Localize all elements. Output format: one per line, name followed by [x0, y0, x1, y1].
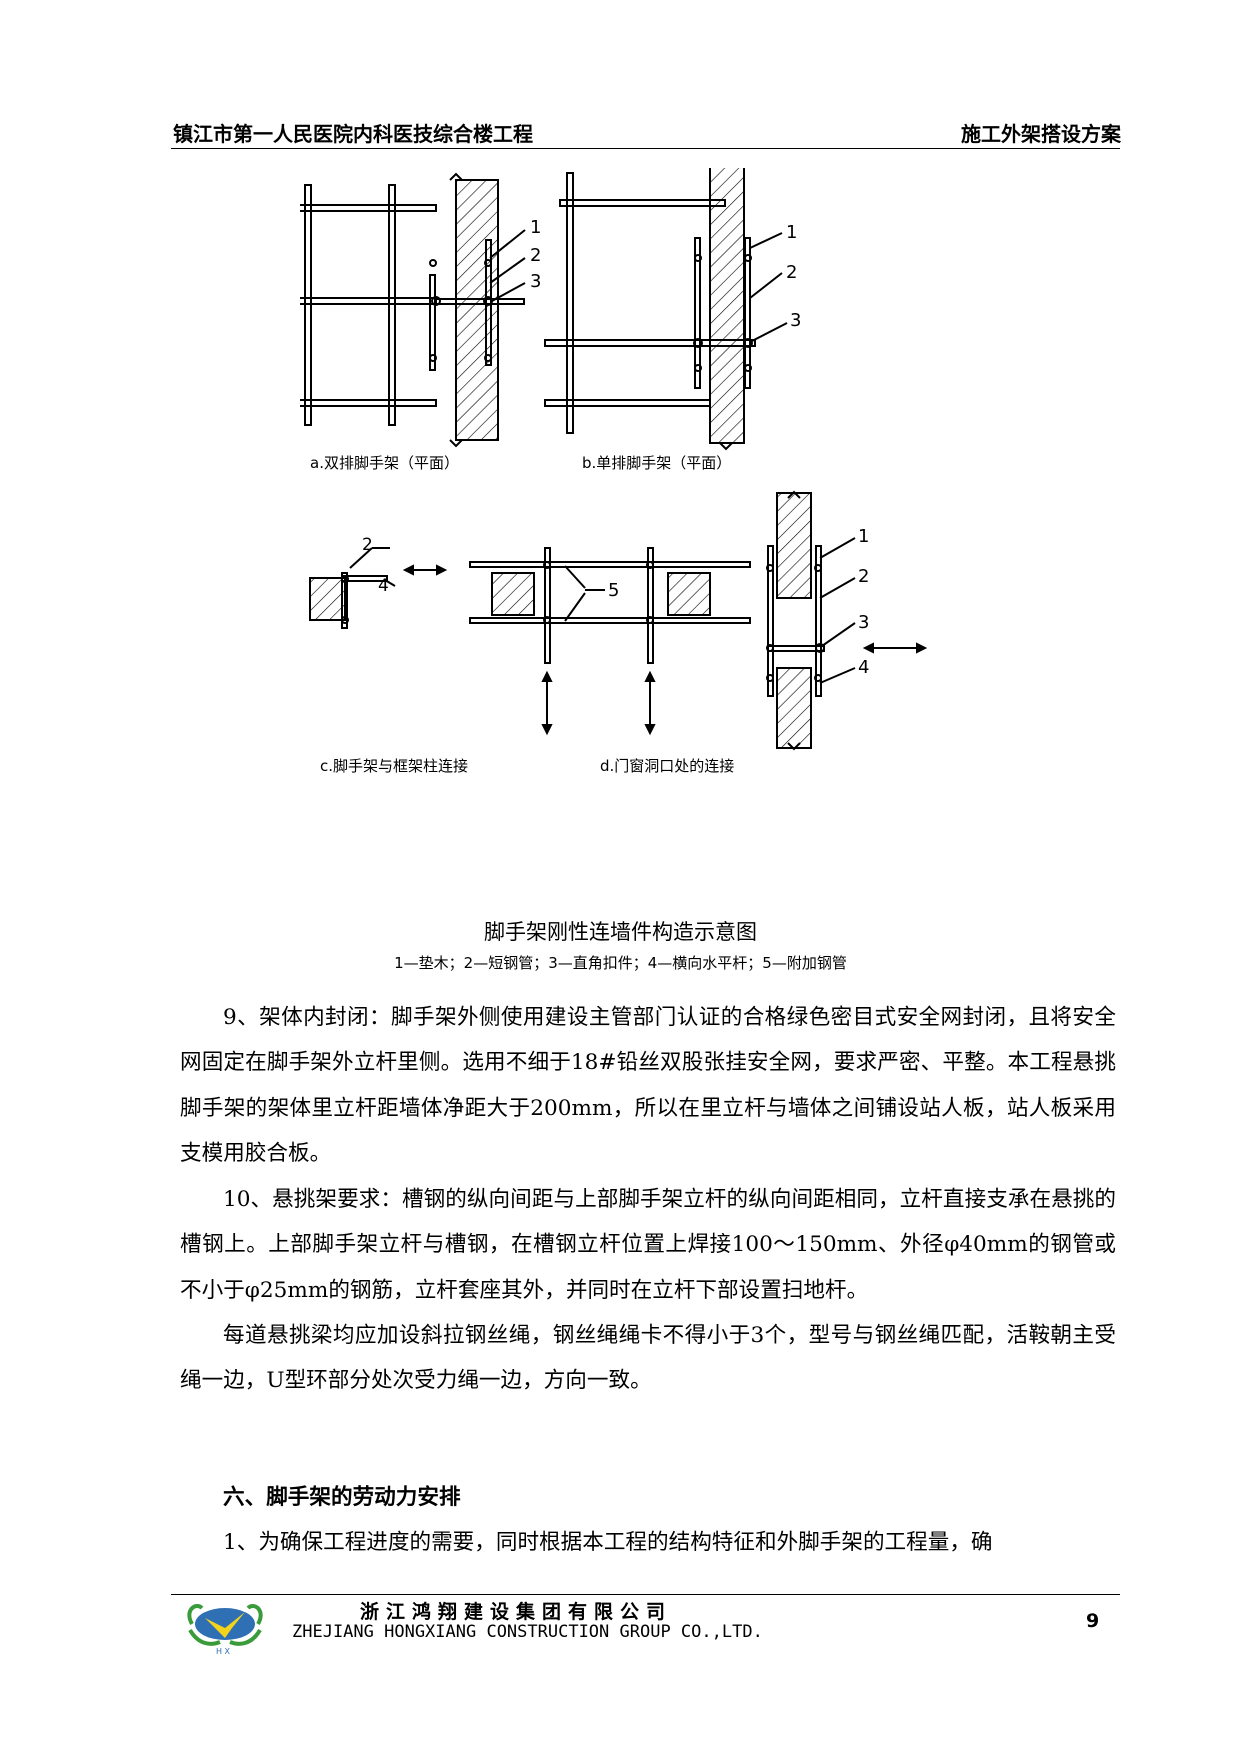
- footer-rule: [171, 1594, 1120, 1595]
- diagram-d-window-opening: [766, 490, 928, 751]
- label-c-2: 2: [362, 535, 373, 555]
- label-a-1: 1: [530, 217, 541, 238]
- section-title-labor: 六、脚手架的劳动力安排: [223, 1485, 461, 1510]
- diagram-c-column-connection: [309, 547, 751, 736]
- label-b-3: 3: [790, 310, 801, 331]
- paragraph-10: 10、悬挑架要求：槽钢的纵向间距与上部脚手架立杆的纵向间距相同，立杆直接支承在悬…: [180, 1177, 1116, 1313]
- company-logo-icon: H X: [187, 1604, 263, 1656]
- caption-d: d.门窗洞口处的连接: [600, 757, 734, 775]
- caption-b: b.单排脚手架（平面）: [582, 454, 731, 472]
- label-b-2: 2: [786, 262, 797, 283]
- paragraph-9: 9、架体内封闭：脚手架外侧使用建设主管部门认证的合格绿色密目式安全网封闭，且将安…: [180, 995, 1116, 1177]
- header-rule: [171, 148, 1120, 149]
- label-c-5: 5: [608, 580, 619, 601]
- paragraph-10-text: 10、悬挑架要求：槽钢的纵向间距与上部脚手架立杆的纵向间距相同，立杆直接支承在悬…: [180, 1187, 1116, 1303]
- paragraph-wire-rope-text: 每道悬挑梁均应加设斜拉钢丝绳，钢丝绳绳卡不得小于3个，型号与钢丝绳匹配，活鞍朝主…: [180, 1323, 1116, 1394]
- label-d-1: 1: [858, 526, 869, 547]
- scaffold-tie-diagram: 1 2 3 a.双排脚手架（平面） 1 2 3 b.单排脚手: [300, 168, 928, 775]
- caption-a: a.双排脚手架（平面）: [310, 454, 459, 472]
- figure-legend: 1—垫木；2—短钢管；3—直角扣件；4—横向水平杆；5—附加钢管: [394, 954, 847, 972]
- caption-c: c.脚手架与框架柱连接: [320, 757, 468, 775]
- label-c-4: 4: [378, 576, 389, 596]
- diagram-b-single-row: [544, 168, 788, 451]
- logo-letters: H X: [216, 1647, 231, 1656]
- label-d-3: 3: [858, 612, 869, 633]
- label-d-2: 2: [858, 566, 869, 587]
- paragraph-9-text: 9、架体内封闭：脚手架外侧使用建设主管部门认证的合格绿色密目式安全网封闭，且将安…: [180, 1005, 1116, 1167]
- figure-title: 脚手架刚性连墙件构造示意图: [484, 920, 757, 944]
- label-a-2: 2: [530, 245, 541, 266]
- footer-company-cn: 浙江鸿翔建设集团有限公司: [360, 1601, 673, 1623]
- paragraph-labor-1: 1、为确保工程进度的需要，同时根据本工程的结构特征和外脚手架的工程量，确: [180, 1520, 1116, 1565]
- label-a-3: 3: [530, 271, 541, 292]
- footer-company-en: ZHEJIANG HONGXIANG CONSTRUCTION GROUP CO…: [292, 1622, 763, 1642]
- header-project-title: 镇江市第一人民医院内科医技综合楼工程: [173, 122, 533, 146]
- paragraph-labor-1-text: 1、为确保工程进度的需要，同时根据本工程的结构特征和外脚手架的工程量，确: [223, 1530, 993, 1555]
- diagram-a-double-row: [300, 172, 526, 448]
- header-document-type: 施工外架搭设方案: [961, 122, 1121, 146]
- paragraph-wire-rope: 每道悬挑梁均应加设斜拉钢丝绳，钢丝绳绳卡不得小于3个，型号与钢丝绳匹配，活鞍朝主…: [180, 1313, 1116, 1404]
- page-number: 9: [1086, 1610, 1100, 1632]
- label-b-1: 1: [786, 222, 797, 243]
- label-d-4: 4: [858, 657, 869, 678]
